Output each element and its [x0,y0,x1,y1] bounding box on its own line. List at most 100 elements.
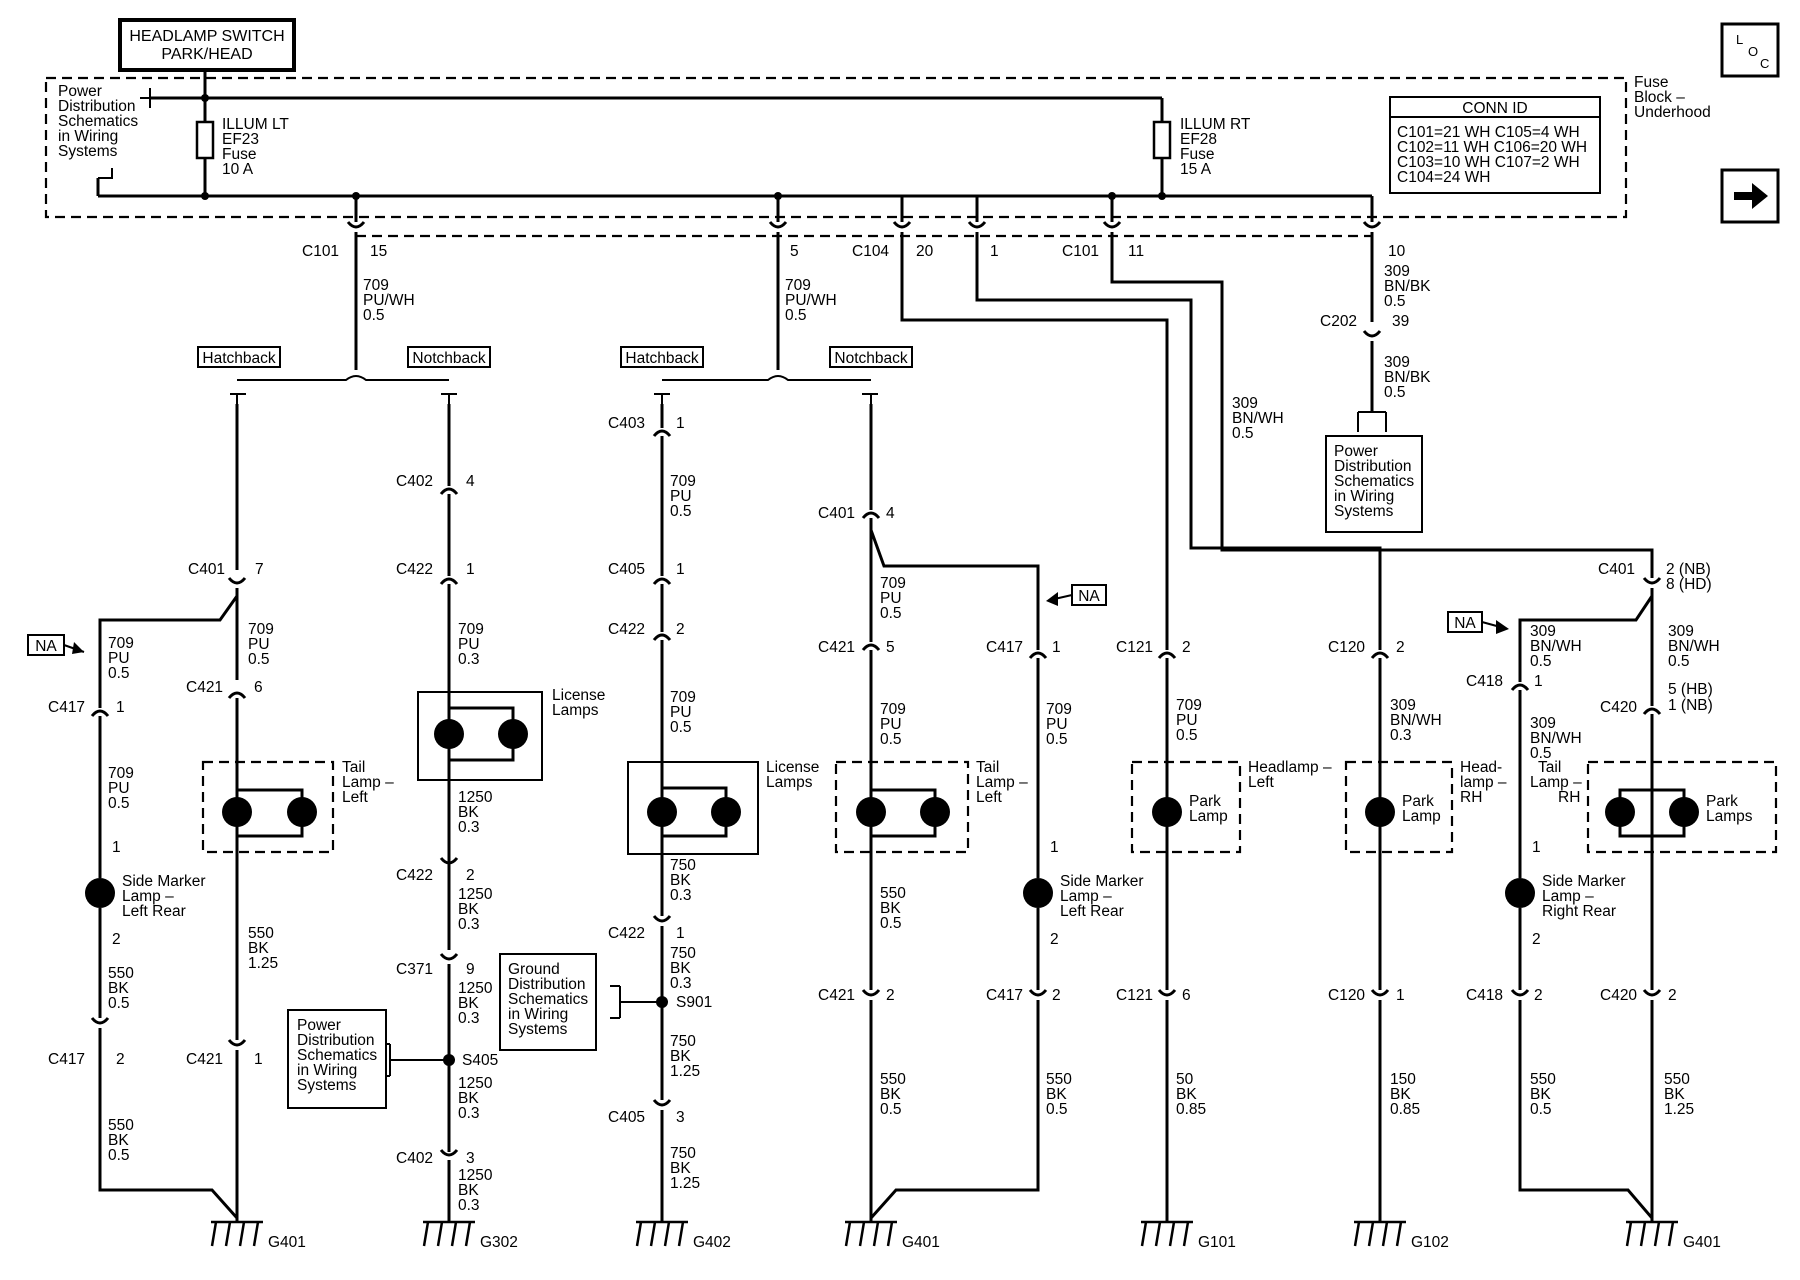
ground-dist-ref[interactable]: Ground Distribution Schematics in Wiring… [499,953,597,1051]
conn-c8-c120b-name: C120 [1328,987,1365,1004]
c8-150-3: 0.85 [1390,1101,1420,1118]
top-conn-1-name: C101 [302,243,339,260]
tail-lamp-rh-2: Lamp – [1530,774,1582,791]
c7-709-2: PU [1176,712,1198,729]
c3-1250-e-3: 0.3 [458,1197,480,1214]
c1-709-pu-na-1: 709 [108,635,134,652]
c10-550-3: 1.25 [1664,1101,1694,1118]
wire-709-puwh-b-1: 709 [785,277,811,294]
park-lamps-2: Lamps [1706,808,1753,825]
license-lamps-b-2: Lamps [766,774,813,791]
conn-c4-c422b-pin: 1 [676,925,685,942]
svg-text:O: O [1748,44,1758,59]
conn-c3-c402a-pin: 4 [466,473,475,490]
conn-c6-c417b-pin: 2 [1052,987,1061,1004]
fuse-right-2: EF28 [1180,131,1217,148]
tail-lamp-rh-1: Tail [1538,759,1561,776]
c5-550-a-3: 0.5 [880,915,902,932]
c4-750-a-1: 750 [670,857,696,874]
svg-text:C: C [1760,56,1769,71]
side-marker-rr-1: Side Marker [1542,873,1626,890]
conn-c4-c405b-name: C405 [608,1109,645,1126]
splice-s405-label: S405 [462,1052,498,1069]
conn-c9-c401-pin-1: 2 (NB) [1666,561,1711,578]
power-dist-ref-right[interactable]: Power Distribution Schematics in Wiring … [1325,435,1423,533]
conn-c10-c420b-name: C420 [1600,987,1637,1004]
conn-c9-c401-pin-2: 8 (HD) [1666,576,1712,593]
variant-tag-notchback-1: Notchback [412,350,485,367]
c3-1250-c-2: BK [458,995,479,1012]
c9-550-1: 550 [1530,1071,1556,1088]
power-dist-mid-3: Schematics [297,1047,377,1064]
conn-c3-c422a-pin: 1 [466,561,475,578]
ground-dist-5: Systems [508,1021,568,1038]
tail-lamp-rh-outline [1586,760,1778,854]
conn-c9-c401-name: C401 [1598,561,1635,578]
c4-709-b-2: PU [670,704,692,721]
c1-sm-p2: 2 [112,931,121,948]
loc-icon[interactable]: L O C [1720,22,1780,78]
c2-550-1: 550 [248,925,274,942]
c1-709-pu-lower-2: PU [108,780,130,797]
c9-309-a-1: 309 [1530,623,1556,640]
side-marker-b-1: Side Marker [1060,873,1144,890]
c5-550-a-2: BK [880,900,901,917]
na-tag-mid-text: NA [1078,588,1100,605]
c5-709-a-2: PU [880,590,902,607]
conn-id-row-3: C103=10 WH C107=2 WH [1397,154,1580,171]
c4-750-c-3: 1.25 [670,1063,700,1080]
park-lamp-a-2: Lamp [1189,808,1228,825]
power-dist-top-5: Systems [58,143,118,160]
c6-sm-p2: 2 [1050,931,1059,948]
c3-1250-a-2: BK [458,804,479,821]
c1-550-a-3: 0.5 [108,995,130,1012]
c1-709-pu-na-2: PU [108,650,130,667]
splice-s901-label: S901 [676,994,712,1011]
c4-709-a-1: 709 [670,473,696,490]
right-arrow-icon[interactable] [1720,168,1780,224]
conn-id-row-1: C101=21 WH C105=4 WH [1397,124,1580,141]
park-lamps-bulb-1 [1605,797,1635,827]
top-conn-6-pin: 10 [1388,243,1406,260]
c9-309-b-3: 0.5 [1530,745,1552,762]
conn-c7-c121a-pin: 2 [1182,639,1191,656]
c4-709-a-3: 0.5 [670,503,692,520]
c7-50-1: 50 [1176,1071,1194,1088]
conn-c1-c417b-name: C417 [48,1051,85,1068]
c10-309-2: BN/WH [1668,638,1720,655]
conn-c4-c403-pin: 1 [676,415,685,432]
ground-label-1: G401 [268,1234,306,1251]
conn-c6-c417b-name: C417 [986,987,1023,1004]
conn-c6-c417a-name: C417 [986,639,1023,656]
top-conn-3-pin: 20 [916,243,934,260]
top-conn-2-pin: 5 [790,243,799,260]
c8-309-1: 309 [1390,697,1416,714]
conn-c9-c418b-name: C418 [1466,987,1503,1004]
na-tag-right-text: NA [1454,615,1476,632]
ground-label-6: G102 [1411,1234,1449,1251]
na-tag-left-text: NA [35,638,57,655]
c8-150-2: BK [1390,1086,1411,1103]
conn-c5-c421b-name: C421 [818,987,855,1004]
c6-550-2: BK [1046,1086,1067,1103]
c8-150-1: 150 [1390,1071,1416,1088]
conn-c4-c422a-pin: 2 [676,621,685,638]
headlamp-switch-title-2: PARK/HEAD [161,46,252,63]
c3-1250-b-2: BK [458,901,479,918]
conn-c5-c401-name: C401 [818,505,855,522]
power-dist-ref-mid[interactable]: Power Distribution Schematics in Wiring … [287,1009,387,1109]
power-dist-right-2: Distribution [1334,458,1412,475]
c1-550-a-1: 550 [108,965,134,982]
c9-309-a-3: 0.5 [1530,653,1552,670]
conn-c1-c417b-pin: 2 [116,1051,125,1068]
headlamp-left-1: Headlamp – [1248,759,1332,776]
ground-dist-4: in Wiring [508,1006,568,1023]
tail-lamp-left-a-bulb-1 [222,797,252,827]
park-lamp-a-1: Park [1189,793,1221,810]
wire-309-bnbk-a-2: BN/BK [1384,278,1431,295]
headlamp-rh-1: Head- [1460,759,1502,776]
c2-550-2: BK [248,940,269,957]
c5-709-b-1: 709 [880,701,906,718]
top-conn-5-name: C101 [1062,243,1099,260]
